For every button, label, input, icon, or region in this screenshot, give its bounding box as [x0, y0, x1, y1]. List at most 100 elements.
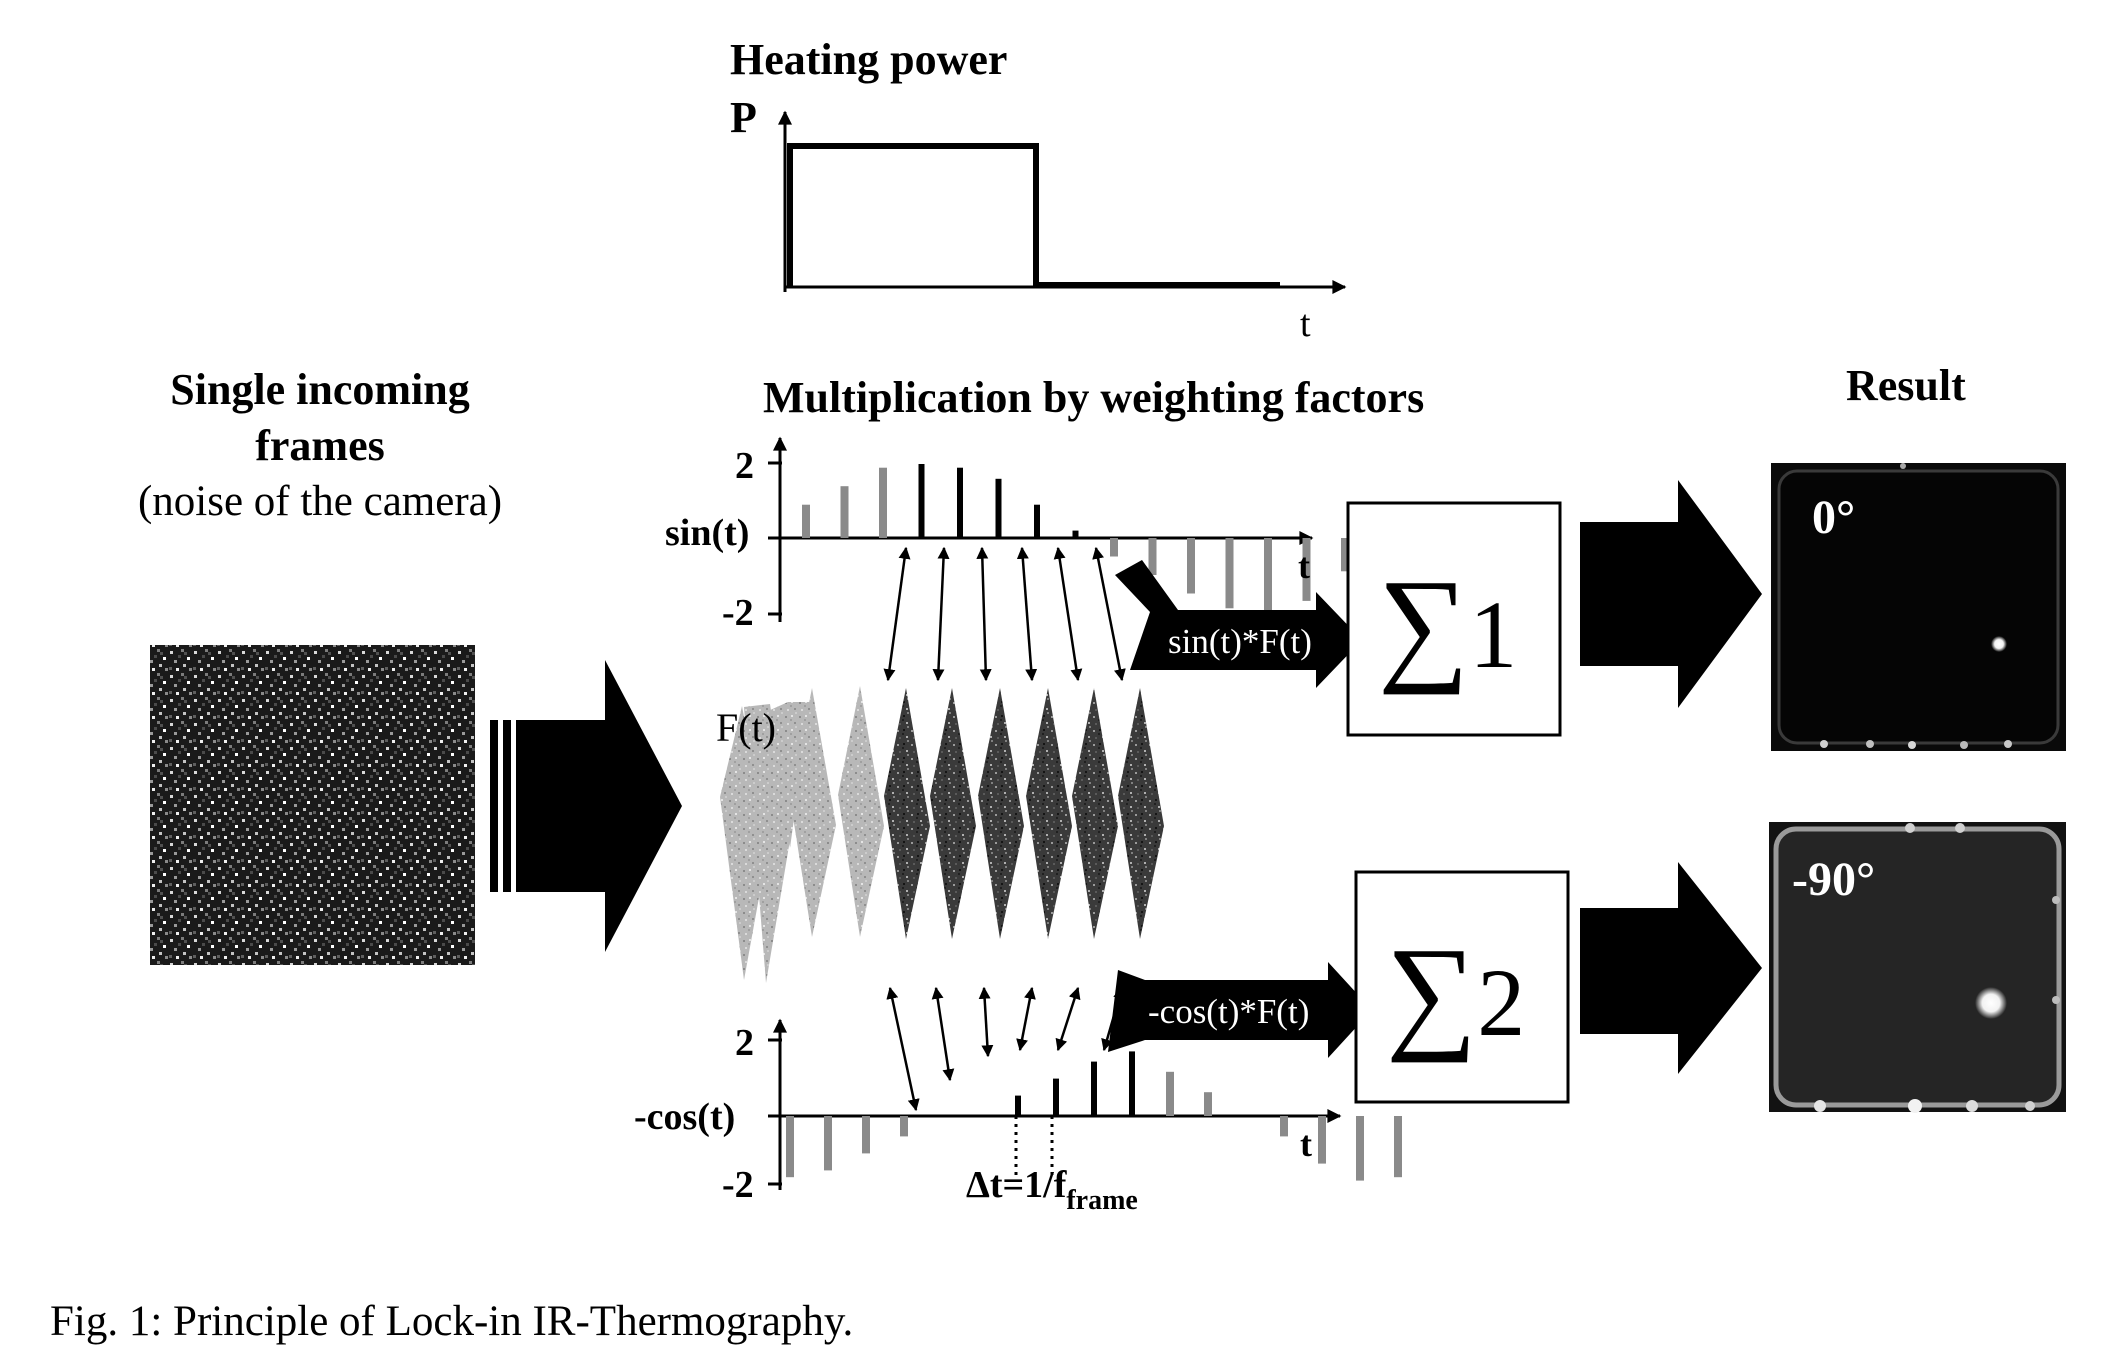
- weight-bar: [1053, 1078, 1059, 1116]
- hotspot: [1975, 987, 2007, 1019]
- frame-dark: [1026, 688, 1072, 939]
- heating-power-title: Heating power: [730, 35, 1008, 84]
- cos-chart: [768, 1018, 1402, 1190]
- cos-t-label: t: [1300, 1124, 1312, 1164]
- result-phase-0: 0°: [1812, 491, 1856, 544]
- heating-t-label: t: [1300, 303, 1311, 345]
- input-arrow-stripe: [490, 720, 498, 892]
- input-arrow-stripe: [516, 720, 524, 892]
- hotspot: [1991, 636, 2007, 652]
- cos-bars: [786, 1051, 1402, 1181]
- frame-light: [768, 702, 810, 848]
- connector-arrow: [1016, 546, 1038, 682]
- frame-stack: [720, 686, 1164, 983]
- cos-product-arrow: [1108, 962, 1372, 1058]
- weight-bar: [1204, 1092, 1212, 1116]
- frame-dark: [978, 688, 1024, 939]
- result-arrow-1: [1580, 480, 1762, 708]
- frame-dark: [930, 688, 976, 939]
- cos-product-label: -cos(t)*F(t): [1148, 992, 1310, 1031]
- connector-arrow: [886, 986, 920, 1112]
- connector-arrow: [1055, 986, 1081, 1052]
- connector-arrow: [978, 986, 994, 1058]
- frame-dark: [1118, 688, 1164, 939]
- weight-bar: [918, 464, 925, 538]
- cos-axis-label: -cos(t): [634, 1096, 736, 1138]
- connector-arrow: [1016, 986, 1036, 1052]
- result-title: Result: [1846, 361, 1966, 410]
- delta-t-label: Δt=1/fframe: [966, 1164, 1138, 1215]
- weight-bar: [1264, 538, 1272, 612]
- weight-bar: [1166, 1071, 1174, 1116]
- weight-bar: [1015, 1095, 1021, 1116]
- input-title-line1: Single incoming: [170, 365, 470, 414]
- input-subtitle: (noise of the camera): [137, 478, 503, 525]
- sum-1-index: 1: [1469, 581, 1518, 688]
- input-title-line2: frames: [255, 421, 385, 470]
- weight-bar: [1280, 1116, 1288, 1137]
- weight-bar: [824, 1116, 832, 1171]
- connector-arrow: [976, 546, 992, 682]
- weight-bar: [1129, 1051, 1135, 1116]
- weight-bar: [1302, 538, 1311, 601]
- sin-product-label: sin(t)*F(t): [1168, 622, 1312, 661]
- sum-box-1: [1346, 501, 1562, 737]
- weight-bar: [1072, 530, 1079, 538]
- sin-product-arrow: [1115, 560, 1362, 688]
- connector-arrow: [1053, 546, 1083, 682]
- delta-t-main: Δt=1/f: [966, 1164, 1067, 1206]
- sum-2-symbol: ∑: [1386, 921, 1478, 1063]
- sum-1-label: ∑1: [1378, 560, 1517, 688]
- sin-tick-2: 2: [735, 445, 754, 487]
- cos-tick-minus2: -2: [722, 1164, 754, 1206]
- camera-noise-frame: [150, 645, 475, 965]
- sin-bars: [802, 464, 1349, 612]
- weight-bar: [786, 1116, 794, 1178]
- sum-box-2: [1354, 870, 1570, 1104]
- result-image-0deg: [1771, 463, 2066, 751]
- sum-1-symbol: ∑: [1378, 553, 1470, 695]
- weight-bar: [957, 467, 963, 538]
- weight-bar: [1148, 538, 1157, 575]
- sin-axis-label: sin(t): [665, 512, 750, 554]
- delta-t-sub: frame: [1066, 1185, 1138, 1216]
- cos-tick-2: 2: [735, 1022, 754, 1064]
- weight-bar: [879, 467, 887, 538]
- weight-bar: [862, 1116, 870, 1154]
- figure-caption: Fig. 1: Principle of Lock-in IR-Thermogr…: [50, 1298, 854, 1345]
- result-arrow-2: [1580, 862, 1762, 1074]
- result-image-minus90deg: [1769, 822, 2066, 1113]
- frame-dark: [1072, 688, 1118, 939]
- frame-light: [790, 688, 836, 937]
- weight-bar: [1034, 504, 1040, 538]
- frame-label: F(t): [716, 705, 776, 750]
- weight-bar: [995, 478, 1002, 538]
- multiplication-title: Multiplication by weighting factors: [763, 373, 1425, 422]
- connector-arrow: [1092, 546, 1126, 682]
- frame-light: [838, 686, 884, 937]
- sin-chart: [768, 436, 1349, 622]
- weight-bar: [840, 486, 849, 538]
- input-arrow: [490, 660, 682, 952]
- result-phase-minus90: -90°: [1792, 853, 1876, 906]
- sin-t-label: t: [1298, 546, 1310, 586]
- weight-bar: [900, 1116, 908, 1137]
- weight-bar: [1091, 1061, 1097, 1116]
- input-arrow-stripe: [503, 720, 511, 892]
- weight-bar: [802, 504, 810, 538]
- heating-pulse-curve: [787, 143, 1280, 288]
- heating-p-label: P: [730, 93, 757, 142]
- sin-connectors: [883, 546, 1126, 682]
- frame-light: [720, 706, 768, 980]
- sin-tick-minus2: -2: [722, 592, 754, 634]
- input-arrow-head: [522, 660, 682, 952]
- weight-bar: [1187, 538, 1195, 594]
- weight-bar: [1356, 1116, 1364, 1181]
- weight-bar: [1394, 1116, 1402, 1178]
- frame-dark: [884, 688, 930, 939]
- connector-arrow: [931, 986, 955, 1082]
- connector-arrow: [883, 546, 911, 682]
- sum-2-index: 2: [1477, 949, 1526, 1056]
- sum-2-label: ∑2: [1386, 928, 1525, 1056]
